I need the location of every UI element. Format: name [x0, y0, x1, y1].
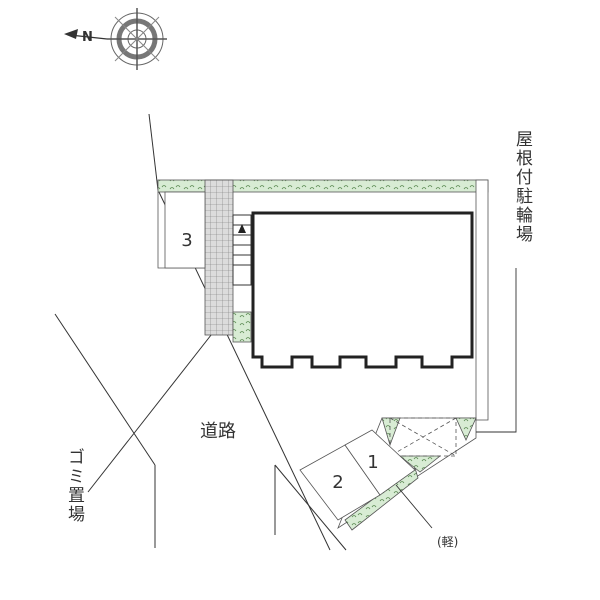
leader-lines — [395, 268, 517, 529]
light-vehicle-label: (軽) — [437, 535, 458, 549]
garbage-area-label: ゴミ置場 — [64, 448, 84, 524]
roofed-bike-parking-label: 屋根付駐輪場 — [512, 130, 532, 244]
stairs-arrow-icon — [238, 224, 246, 233]
parking-space-1 — [344, 429, 416, 496]
road-label: 道路 — [200, 421, 236, 442]
lower-parking-area: 2 1 — [299, 417, 477, 531]
parking-number-3: 3 — [181, 230, 192, 251]
paved-walkway — [204, 179, 234, 336]
stairs — [232, 214, 252, 286]
bike-parking-area — [389, 417, 457, 457]
north-arrow-compass-icon: N — [64, 8, 167, 70]
north-label: N — [82, 30, 93, 45]
building — [251, 211, 474, 369]
planter — [232, 311, 252, 343]
parking-space-3: 3 — [164, 191, 206, 269]
parking-number-1: 1 — [367, 452, 378, 473]
parking-number-2: 2 — [332, 472, 343, 493]
